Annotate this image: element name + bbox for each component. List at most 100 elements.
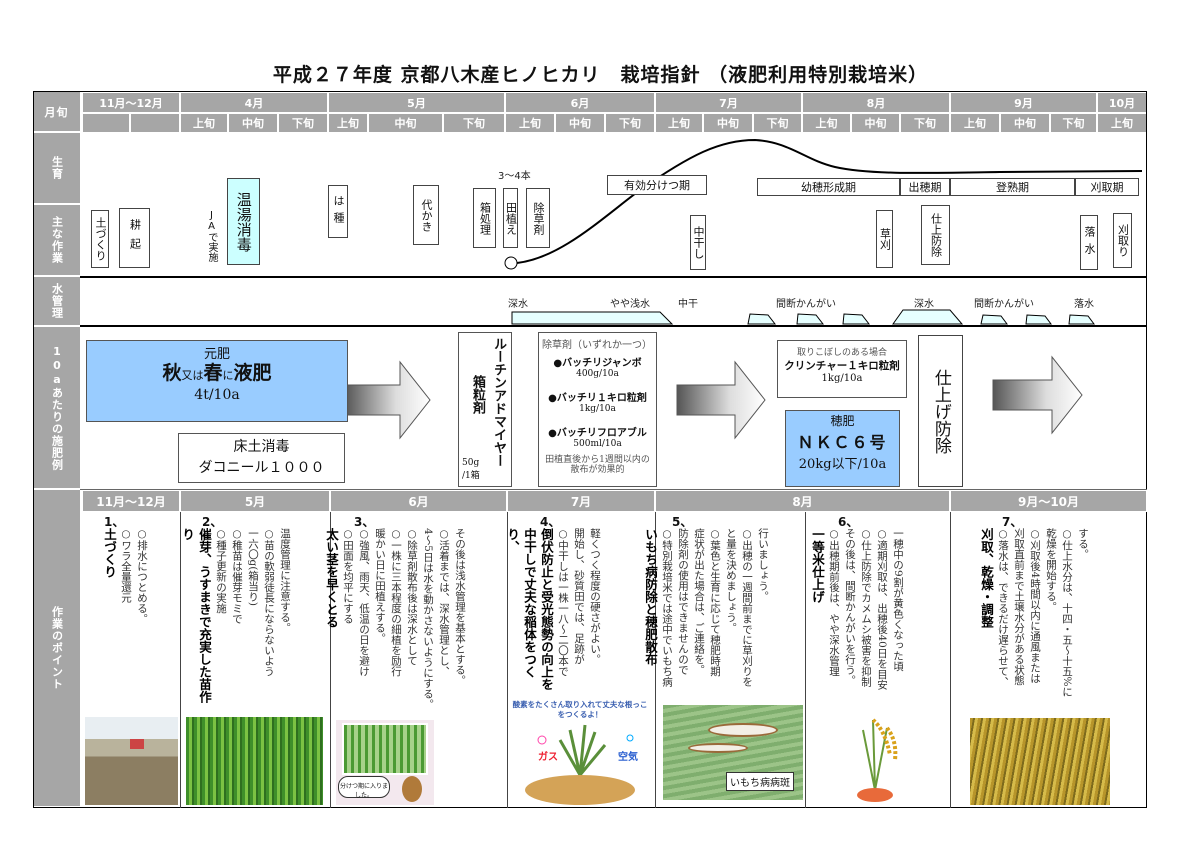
point-heading: 刈取、乾燥・調整 (979, 528, 994, 628)
herbicide-rate: 1kg/10a (579, 404, 616, 414)
section-number: 5、 (672, 515, 693, 529)
stage-harvest: 刈取期 (1075, 178, 1139, 196)
row-label-work: 主な作業 (33, 205, 80, 277)
rice-seedlings-photo (186, 717, 323, 805)
ear-fertilizer-rate: 20kg以下/10a (798, 457, 887, 472)
stage-panicle-formation: 幼穂形成期 (757, 178, 900, 196)
points-month-header: 5月 (180, 490, 330, 512)
period-cell: 上旬 (505, 113, 555, 133)
row-label-water: 水管理 (33, 277, 80, 327)
base-fertilizer-label: 元肥 (203, 347, 230, 362)
table-border (33, 91, 34, 808)
herbicide-rate: 500ml/10a (573, 439, 622, 449)
stage-ripening: 登熟期 (950, 178, 1075, 196)
row-divider (80, 276, 1147, 278)
base-fertilizer-rate: 4t/10a (194, 387, 240, 403)
water-label: 間断かんがい (974, 299, 1034, 310)
period-cell: 中旬 (703, 113, 753, 133)
work-midseason-drainage: 中干し (690, 215, 706, 270)
section-divider (655, 512, 656, 808)
period-cell: 上旬 (655, 113, 703, 133)
row-label-points: 作業のポイント (33, 490, 80, 808)
oxygen-caption: 酸素をたくさん取り入れて丈夫な根っこをつくるよ！ (512, 700, 648, 719)
water-label: やや浅水 (610, 299, 650, 310)
period-cell: 上旬 (1097, 113, 1147, 133)
ripe-rice-photo (970, 718, 1110, 805)
period-cell: 中旬 (368, 113, 443, 133)
points-month-header: 8月 (655, 490, 950, 512)
row-label-text: 生育 (50, 156, 64, 180)
point-heading: 一等米仕上げ (810, 528, 825, 603)
point-section-6: 一穂中の9割が黄色くなった頃○適期刈取は、出穂後40日を目安○仕上防除でカメムシ… (809, 528, 906, 713)
rice-root-icon (525, 724, 635, 805)
point-line: 4～5日は水を動かさないようにする。 (422, 528, 434, 710)
point-line: 症状が出た場合は、ご連絡を。 (693, 528, 705, 675)
stage-heading: 出穂期 (900, 178, 950, 196)
water-label: 間断かんがい (776, 299, 836, 310)
point-heading: 土づくり (102, 528, 117, 578)
box-granule-rate: 50g /1箱 (462, 458, 480, 481)
section-divider (950, 512, 951, 808)
transplant-marker (504, 256, 518, 270)
points-month-header: 6月 (330, 490, 507, 512)
point-line: 軽くつく程度の硬さがよい。 (589, 528, 601, 665)
period-cell: 上旬 (328, 113, 368, 133)
point-line: 開始し、砂質田では、足跡が (573, 528, 585, 665)
row-label-text: 主な作業 (50, 216, 64, 264)
rice-grain-character (402, 776, 422, 802)
tillering-photo: 分けつ期に入りました。 (336, 720, 434, 805)
work-label: 箱処理 (478, 201, 492, 235)
final-pest-control-box: 仕上げ防除 (918, 335, 963, 487)
water-label: 落水 (1074, 299, 1094, 310)
month-header: 7月 (655, 92, 802, 113)
work-final-pest-control: 仕上防除 (921, 205, 950, 265)
arrow-2 (676, 360, 766, 440)
row-label-text: 水管理 (50, 283, 64, 319)
row-label-month: 月旬 (33, 92, 80, 133)
work-transplanting: 田植え (503, 188, 518, 248)
point-line: 温度管理に注意する。 (279, 528, 291, 633)
point-line: ○苗の軟弱徒長にならないよう (263, 528, 275, 677)
work-label: 落水 (1083, 225, 1097, 260)
point-line: ○出穂の一週間前までに草刈りを (741, 528, 753, 687)
herbicide-option: ●バッチリフロアブル (548, 428, 647, 439)
point-line: 防除剤の使用はできませんので (677, 528, 689, 675)
point-line: ○一株に三本程度の細植を励行 (390, 528, 402, 677)
root-illustration: 酸素をたくさん取り入れて丈夫な根っこをつくるよ！ ガス 空気 (510, 700, 650, 805)
point-line: ○刈取後4時間以内に通風または (1029, 528, 1041, 684)
section-number: 7、 (1002, 515, 1023, 529)
leftover-rate: 1kg/10a (821, 373, 863, 384)
point-line: ○種子更新の実施 (215, 528, 227, 614)
section-number: 3、 (354, 515, 375, 529)
arrow-1 (344, 360, 431, 440)
period-cell: 上旬 (802, 113, 851, 133)
month-header: 11月～12月 (82, 92, 180, 113)
seedbed-title: 床土消毒 (233, 439, 290, 455)
month-header: 9月 (950, 92, 1097, 113)
or: 又は (181, 369, 204, 382)
work-label: 中干し (692, 226, 706, 259)
leftover-weed-box: 取りこぼしのある場合 クリンチャー１キロ粒剤 1kg/10a (777, 340, 907, 398)
plowing-field-photo (85, 717, 178, 805)
base-fertilizer-box: 元肥 秋又は春に液肥 4t/10a (86, 340, 348, 422)
table-border (1146, 91, 1147, 808)
autumn: 秋 (162, 362, 182, 384)
leftover-note: 取りこぼしのある場合 (796, 348, 887, 358)
work-herbicide: 除草剤 (526, 188, 550, 248)
herbicide-box: 除草剤（いずれか一つ） ●バッチリジャンボ 400g/10a ●バッチリ１キロ粒… (538, 332, 657, 487)
work-box-treatment: 箱処理 (473, 188, 496, 248)
seedbed-product: ダコニール１０００ (198, 460, 325, 476)
ear-fertilizer-label: 穂肥 (830, 414, 855, 428)
section-number: 4、 (540, 515, 561, 529)
point-line: ○強風、雨天、低温の日を避け (358, 528, 370, 677)
point-line: 暖かい日に田植えする。 (374, 528, 386, 644)
work-soil-prep: 土づくり (91, 210, 109, 268)
point-line: ○中干しは一株一八～二〇本で (557, 528, 569, 677)
point-line: ○仕上防除でカメムシ被害を抑制 (860, 528, 872, 687)
period-cell: 下旬 (605, 113, 655, 133)
seedbed-disinfection-box: 床土消毒 ダコニール１０００ (178, 433, 345, 483)
table-border (33, 91, 1147, 92)
point-line: 刈取直前まで土壌水分がある状態 (1013, 528, 1025, 686)
month-header: 6月 (505, 92, 655, 113)
